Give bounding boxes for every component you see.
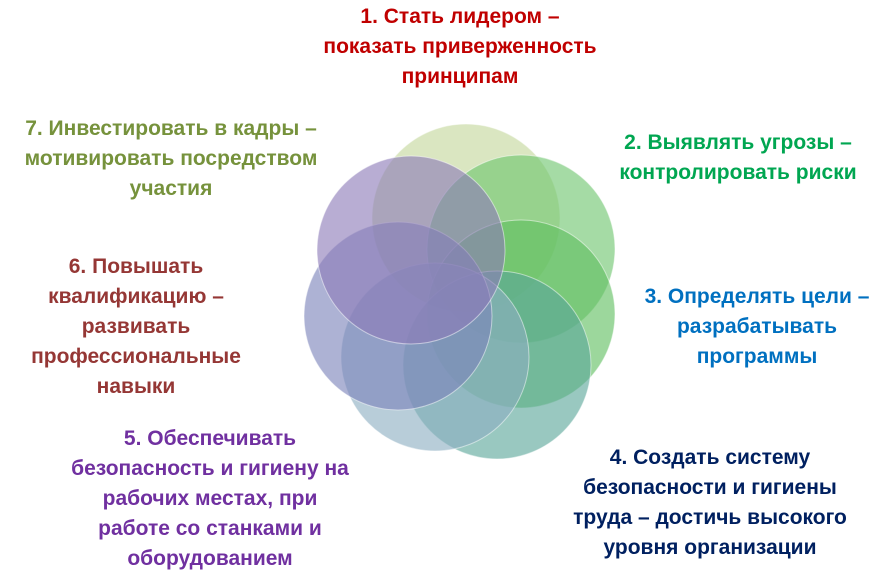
- item-3-line-2: разрабатывать: [676, 315, 838, 338]
- item-6-line-2: квалификацию –: [48, 285, 224, 308]
- item-5-label: 5. Обеспечивать безопасность и гигиену н…: [10, 424, 410, 574]
- item-5-line-5: оборудованием: [127, 547, 293, 570]
- item-2-line-2: контролировать риски: [619, 161, 857, 184]
- item-1-label: 1. Стать лидером – показать приверженнос…: [250, 2, 670, 92]
- overlapping-circles: [303, 123, 616, 460]
- item-3-line-1: 3. Определять цели –: [644, 285, 870, 308]
- item-5-line-3: рабочих местах, при: [102, 487, 318, 510]
- item-6-line-3: развивать: [81, 315, 191, 338]
- item-7-line-1: 7. Инвестировать в кадры –: [25, 117, 317, 140]
- item-3-line-3: программы: [696, 345, 818, 368]
- item-1-line-1: 1. Стать лидером –: [360, 5, 560, 28]
- item-5-line-1: 5. Обеспечивать: [123, 427, 297, 450]
- item-6-line-4: профессиональные: [31, 345, 241, 368]
- item-4-line-4: уровня организации: [603, 536, 817, 559]
- item-7-line-2: мотивировать посредством: [24, 147, 318, 170]
- item-7-label: 7. Инвестировать в кадры – мотивировать …: [0, 114, 342, 204]
- item-5-line-4: работе со станками и: [98, 517, 322, 540]
- item-4-line-2: безопасности и гигиены: [583, 476, 837, 499]
- item-4-line-3: труда – достичь высокого: [573, 506, 847, 529]
- item-6-line-5: навыки: [96, 375, 176, 398]
- circle-7: [316, 155, 506, 345]
- item-1-line-2: показать приверженность: [323, 35, 597, 58]
- item-1-line-3: принципам: [401, 65, 519, 88]
- item-4-line-1: 4. Создать систему: [609, 446, 811, 469]
- item-6-line-1: 6. Повышать: [68, 255, 204, 278]
- item-3-label: 3. Определять цели – разрабатывать прогр…: [622, 282, 889, 372]
- item-6-label: 6. Повышать квалификацию – развивать про…: [0, 252, 272, 402]
- item-5-line-2: безопасность и гигиену на: [71, 457, 349, 480]
- item-4-label: 4. Создать систему безопасности и гигиен…: [540, 443, 880, 563]
- item-2-line-1: 2. Выявлять угрозы –: [624, 131, 852, 154]
- item-2-label: 2. Выявлять угрозы – контролировать риск…: [588, 128, 888, 188]
- item-7-line-3: участия: [129, 177, 213, 200]
